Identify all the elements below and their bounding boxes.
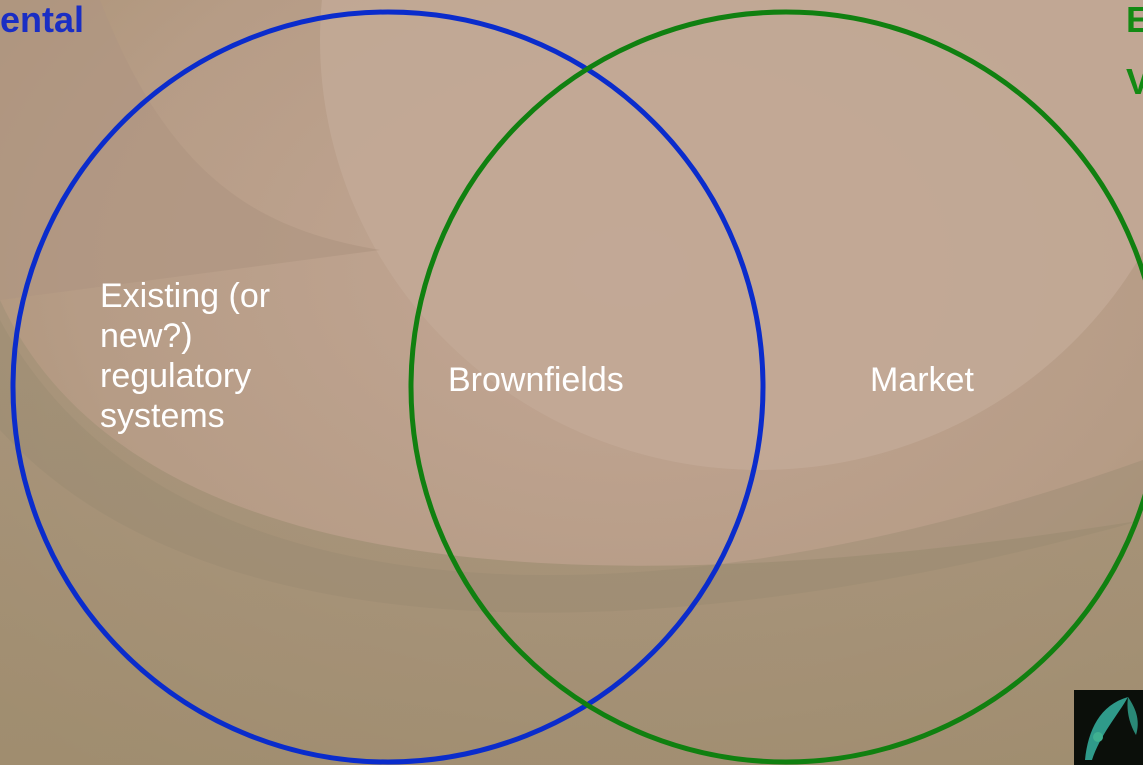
venn-left-circle <box>10 9 766 765</box>
venn-right-circle <box>408 9 1143 765</box>
intersection-label: Brownfields <box>448 361 624 399</box>
right-set-title-line1: E <box>1126 0 1143 40</box>
left-set-label-line: regulatory <box>100 357 252 395</box>
leaf-logo-icon <box>1074 690 1143 765</box>
left-set-label-line: new?) <box>100 317 193 355</box>
background-shadow <box>0 0 380 300</box>
left-set-label-line: Existing (or <box>100 277 271 315</box>
left-set-title: ental <box>0 0 85 40</box>
left-set-label: Existing (or new?) regulatory systems <box>100 276 360 436</box>
right-set-label: Market <box>870 361 974 399</box>
right-set-title-line2: V <box>1126 61 1143 102</box>
background-band <box>0 300 1143 765</box>
left-set-label-line: systems <box>100 397 225 435</box>
